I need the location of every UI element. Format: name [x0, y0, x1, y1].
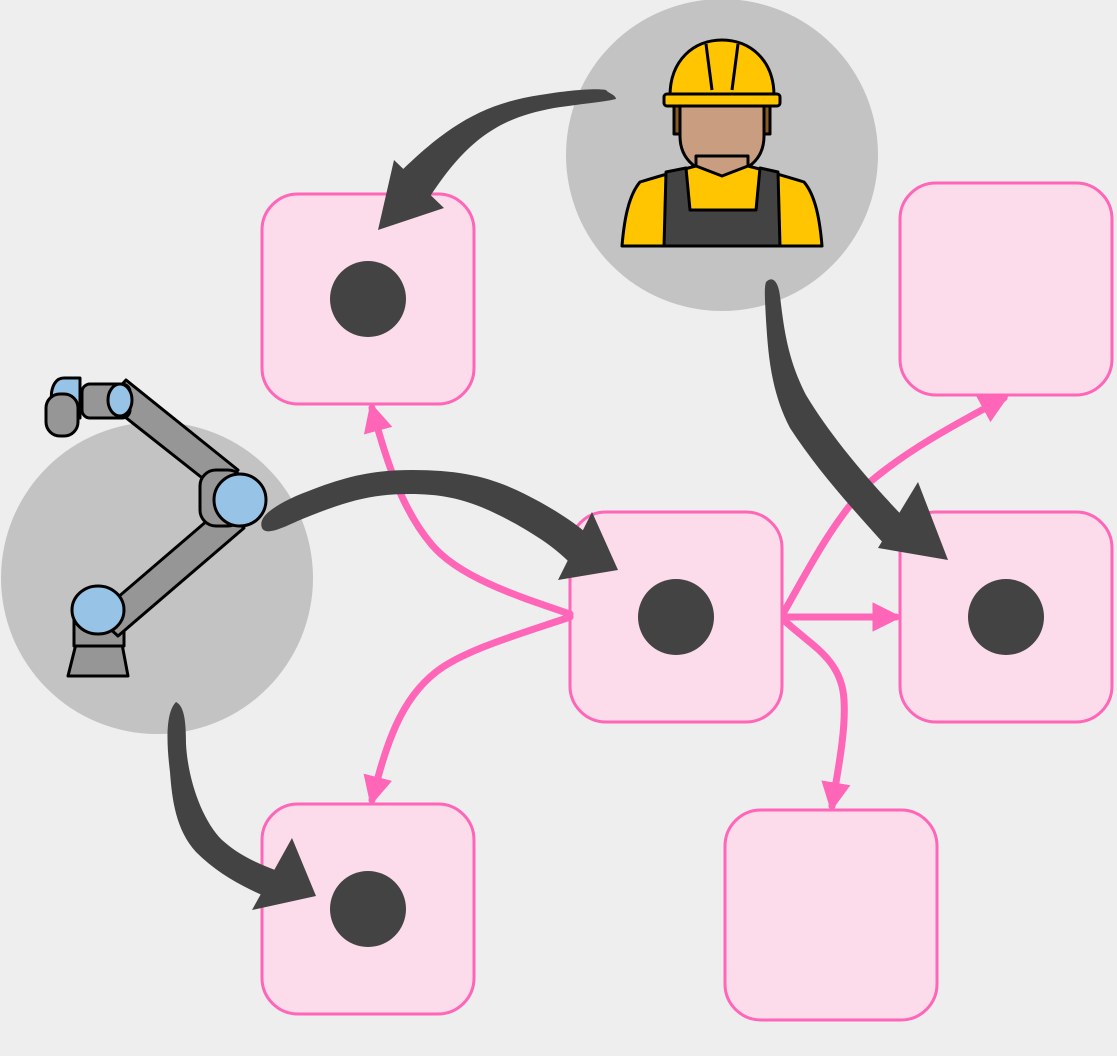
node-e: [723, 808, 939, 1022]
arrowhead: [252, 838, 316, 910]
token: [638, 579, 714, 655]
token: [330, 871, 406, 947]
robot-to-node-c-arrow: [261, 470, 606, 574]
node-d: [260, 802, 476, 1016]
robot-arm-icon: [44, 376, 268, 678]
arrowhead: [878, 482, 948, 560]
worker-to-node-f-arrow: [764, 279, 910, 546]
arc-c-to-d: [363, 613, 574, 806]
arc-c-to-a: [363, 402, 574, 618]
arrowhead: [558, 512, 618, 580]
token: [330, 261, 406, 337]
robot-to-node-d-arrow: [167, 702, 286, 900]
arc-c-to-e: [782, 618, 851, 812]
node-c: [568, 510, 784, 724]
arrowhead: [378, 160, 444, 230]
node-b: [898, 181, 1114, 397]
token: [968, 579, 1044, 655]
node-a: [260, 192, 476, 406]
construction-worker-icon: [620, 38, 824, 248]
